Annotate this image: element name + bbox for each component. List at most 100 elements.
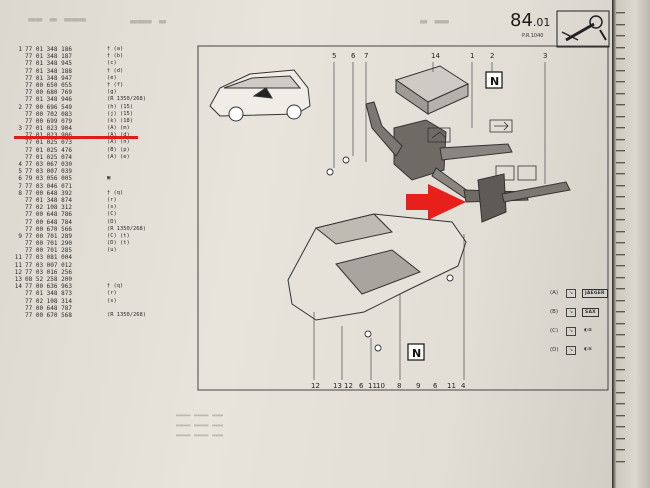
switch-symbol-icon: ↘ bbox=[566, 327, 576, 336]
part-row: 77 00 702 083(j) (15) bbox=[14, 111, 200, 118]
part-reference: 77 01 348 873 bbox=[25, 290, 72, 298]
ghost-footer: ▬▬▬▬ ▬▬▬▬ ▬▬▬ bbox=[176, 422, 223, 429]
part-index bbox=[14, 139, 22, 146]
legend-code: (D) bbox=[550, 347, 559, 353]
part-note: (R 1350/268) bbox=[107, 96, 146, 103]
page-pr-code: P.R.1040 bbox=[522, 33, 544, 39]
edge-tab-mark: ▬▬▬ bbox=[616, 458, 626, 465]
part-reference: 77 03 016 256 bbox=[25, 268, 72, 276]
edge-tab-mark: ▬▬▬ bbox=[616, 389, 626, 396]
steering-shroud bbox=[287, 213, 467, 321]
legend-code: (B) bbox=[550, 309, 559, 315]
light-switch bbox=[477, 173, 571, 223]
part-note: (C) (t) bbox=[107, 232, 130, 239]
edge-tab-mark: ▬▬▬ bbox=[616, 21, 626, 28]
part-reference: 77 01 348 186 bbox=[25, 46, 72, 53]
headlamp-icon: ◐≡ bbox=[584, 328, 593, 333]
part-reference: 77 00 670 568 bbox=[25, 311, 72, 319]
part-reference: 77 03 081 004 bbox=[25, 254, 72, 262]
callout-number: 6 bbox=[351, 52, 356, 60]
part-row: 77 01 023 906(A) (d) bbox=[14, 132, 200, 139]
edge-tab-mark: ▬▬▬ bbox=[616, 136, 626, 143]
edge-tab-mark: ▬▬▬ bbox=[616, 355, 626, 361]
part-reference: 79 03 056 005 bbox=[25, 175, 72, 183]
edge-tab-mark: ▬▬▬ bbox=[616, 102, 626, 108]
edge-tab-mark: ▬▬▬ bbox=[616, 113, 626, 120]
part-index bbox=[14, 68, 22, 75]
part-reference: 77 01 348 187 bbox=[25, 53, 72, 61]
edge-tab-mark: ▬▬▬ bbox=[616, 309, 626, 315]
part-note: (c) bbox=[107, 60, 117, 67]
part-reference: 77 02 108 314 bbox=[25, 297, 72, 305]
part-note: † (q) bbox=[107, 189, 124, 196]
edge-tab-mark: ▬▬▬ bbox=[616, 251, 626, 258]
callout-number: 12 bbox=[311, 382, 320, 390]
callout-number: 1 bbox=[470, 52, 474, 60]
legend-tag: SAX bbox=[582, 308, 599, 317]
part-note: (D) (t) bbox=[107, 240, 130, 247]
part-row: 77 01 025 073(A) (n) bbox=[14, 139, 200, 146]
part-reference: 77 00 648 786 bbox=[25, 211, 72, 219]
edge-tab-mark: ▬▬▬ bbox=[616, 412, 626, 419]
edge-tab-mark: ▬▬▬ bbox=[616, 125, 626, 131]
part-reference: 77 00 701 285 bbox=[25, 247, 72, 255]
legend: (A)↘JAEGER(B)↘SAX(C)↘◐≡(D)↘◐≡ bbox=[538, 285, 612, 375]
part-index: 11 bbox=[14, 254, 22, 262]
callout-number: 2 bbox=[490, 52, 494, 60]
part-note: (h) (15) bbox=[107, 103, 133, 110]
part-index bbox=[14, 82, 22, 89]
edge-tab-mark: ▬▬▬ bbox=[616, 159, 626, 166]
part-index bbox=[14, 219, 22, 226]
part-note: † (b) bbox=[107, 53, 124, 60]
part-index bbox=[14, 312, 22, 319]
part-note: (g) bbox=[107, 89, 117, 96]
callout-number: 10 bbox=[376, 382, 385, 390]
part-index bbox=[14, 111, 22, 118]
edge-tab-mark: ▬▬▬ bbox=[616, 148, 626, 154]
part-note: (j) (15) bbox=[107, 110, 133, 117]
callout-number: 3 bbox=[543, 52, 547, 60]
part-index bbox=[14, 240, 22, 247]
part-row: 77 00 648 784(D) bbox=[14, 219, 200, 226]
part-index bbox=[14, 211, 22, 218]
part-note: (r) bbox=[107, 196, 117, 203]
part-index: 8 bbox=[18, 189, 22, 197]
callout-number: 6 bbox=[433, 382, 438, 390]
edge-tab-mark: ▬▬▬ bbox=[616, 44, 626, 51]
legend-row: (D)↘◐≡ bbox=[538, 342, 612, 360]
part-row: 77 01 348 874(r) bbox=[14, 197, 200, 204]
part-index bbox=[14, 298, 22, 305]
part-reference: 77 00 648 392 bbox=[25, 189, 72, 197]
part-index: 12 bbox=[14, 268, 22, 276]
part-row: 77 02 108 312(s) bbox=[14, 204, 200, 211]
part-reference: 77 03 007 039 bbox=[25, 168, 72, 176]
exploded-diagram: N N bbox=[197, 45, 609, 391]
callout-number: 7 bbox=[364, 52, 368, 60]
part-reference: 77 01 348 947 bbox=[25, 74, 72, 82]
part-index bbox=[14, 197, 22, 204]
part-row: 77 01 348 946(R 1350/268) bbox=[14, 96, 200, 103]
callout-number: 13 bbox=[333, 382, 342, 390]
edge-tab-mark: ▬▬▬ bbox=[616, 56, 626, 62]
part-note: (r) bbox=[107, 290, 117, 297]
part-row: 77 01 025 074(A) (e) bbox=[14, 154, 200, 161]
callout-number: 5 bbox=[332, 52, 336, 60]
edge-tab-mark: ▬▬▬ bbox=[616, 286, 626, 292]
edge-tab-mark: ▬▬▬ bbox=[616, 447, 626, 453]
callout-number: 11 bbox=[368, 382, 377, 390]
svg-text:N: N bbox=[490, 75, 499, 88]
part-index: 2 bbox=[18, 103, 22, 111]
part-note: † (a) bbox=[107, 46, 124, 52]
edge-tab-mark: ▬▬▬ bbox=[616, 205, 626, 212]
part-note: (A) (e) bbox=[107, 153, 130, 160]
part-index bbox=[14, 247, 22, 254]
part-index: 13 bbox=[14, 276, 22, 283]
part-reference: 77 00 670 566 bbox=[25, 225, 72, 233]
headlamp-icon: ◐≡ bbox=[584, 347, 593, 352]
edge-tab-mark: ▬▬▬ bbox=[616, 33, 626, 39]
